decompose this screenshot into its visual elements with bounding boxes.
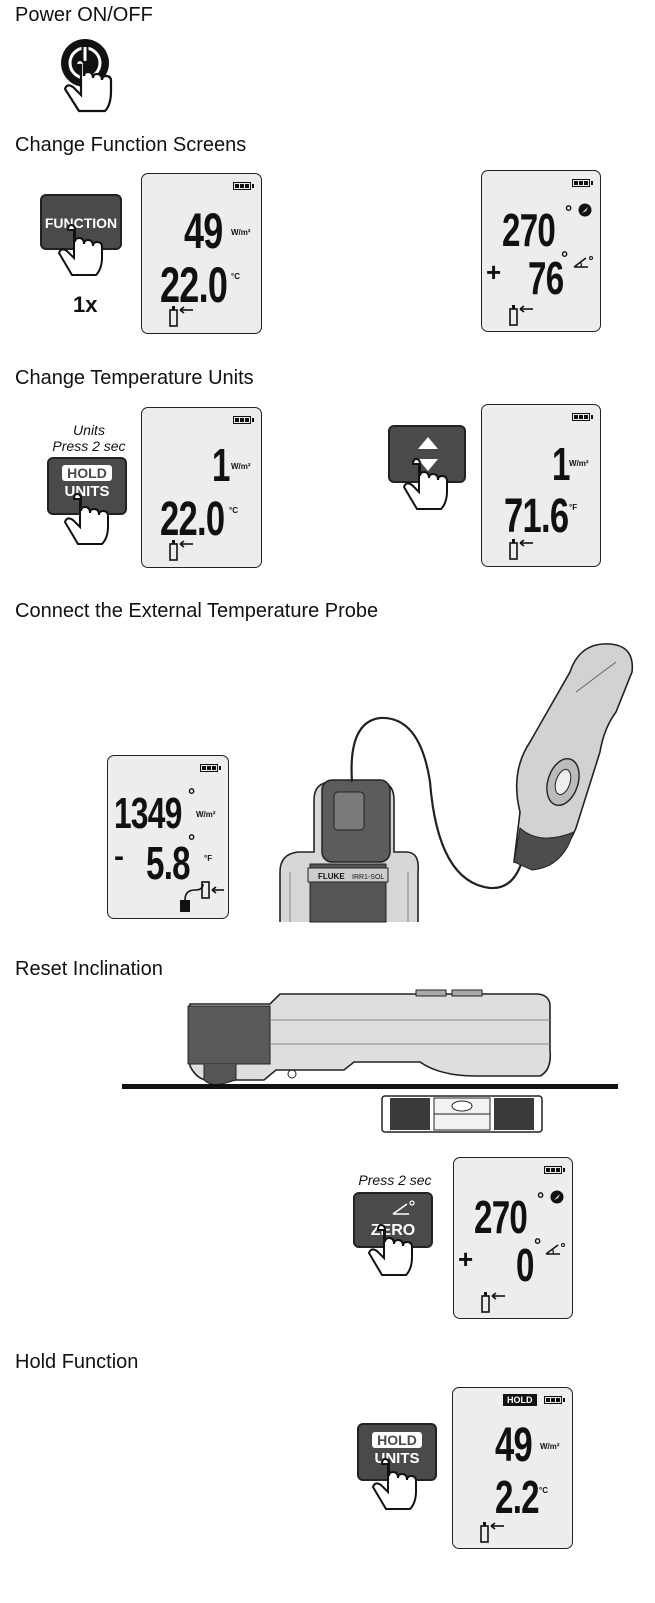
lcd-screen-function-a: 49 W/m² 22.0 °C <box>141 173 262 334</box>
hand-press-icon <box>402 457 448 510</box>
lcd-bottom-value: 5.8 <box>146 837 191 889</box>
battery-icon <box>200 764 221 772</box>
lcd-screen-function-b: 270 ° + 76 ° <box>481 170 601 332</box>
external-probe-icon <box>180 881 224 912</box>
hand-press-icon <box>367 1223 413 1276</box>
device-illustration-probe-connection: FLUKE IRR1-SOL <box>279 643 634 923</box>
degree-mark: ° <box>561 248 569 268</box>
compass-icon <box>578 203 592 217</box>
probe-arrow-icon <box>169 540 193 561</box>
hold-label: HOLD <box>372 1432 422 1448</box>
lcd-top-value: 1 <box>212 439 230 491</box>
probe-arrow-icon <box>480 1522 504 1543</box>
hand-press-icon <box>371 1457 417 1510</box>
power-button-icon[interactable] <box>55 35 125 125</box>
lcd-top-unit: W/m² <box>569 459 589 468</box>
lcd-bottom-unit: °C <box>539 1486 548 1495</box>
lcd-top-unit: W/m² <box>231 462 251 471</box>
compass-icon <box>550 1190 564 1204</box>
lcd-bottom-value: 22.0 <box>160 493 225 546</box>
press-count-label: 1x <box>73 292 98 317</box>
battery-icon <box>544 1396 565 1404</box>
units-caption-line2: Press 2 sec <box>52 438 126 454</box>
degree-mark: ° <box>188 831 196 851</box>
lcd-screen-units-b: 1 W/m² 71.6 °F <box>481 404 601 567</box>
arrow-down-icon <box>418 459 438 471</box>
probe-arrow-icon <box>509 305 533 326</box>
lcd-bottom-unit: °F <box>569 503 578 512</box>
battery-icon <box>572 413 593 421</box>
section-title-function-screens: Change Function Screens <box>15 134 247 156</box>
hold-label: HOLD <box>62 465 112 481</box>
lcd-bottom-value: 0 <box>516 1239 534 1291</box>
battery-icon <box>572 179 593 187</box>
section-title-external-probe: Connect the External Temperature Probe <box>15 600 379 622</box>
probe-arrow-icon <box>481 1292 505 1313</box>
battery-icon <box>233 416 254 424</box>
units-caption-line1: Units <box>73 422 105 438</box>
lcd-top-value: 1 <box>552 438 570 490</box>
lcd-bottom-sign: + <box>486 257 502 287</box>
lcd-screen-probe: 1349 ° W/m² - 5.8 ° °F <box>107 755 229 919</box>
lcd-bottom-unit: °F <box>204 854 213 863</box>
section-title-temp-units: Change Temperature Units <box>15 367 254 389</box>
arrow-up-icon <box>418 437 438 449</box>
hand-press-icon <box>57 223 103 276</box>
section-title-reset-inclination: Reset Inclination <box>15 958 163 980</box>
lcd-bottom-sign: + <box>458 1244 474 1274</box>
device-side-view-illustration <box>122 989 618 1133</box>
degree-mark: ° <box>565 202 573 222</box>
device-model: IRR1-SOL <box>352 874 384 881</box>
lcd-top-unit: W/m² <box>196 810 216 819</box>
lcd-top-value: 49 <box>184 203 223 259</box>
lcd-top-value: 270 <box>502 204 556 256</box>
device-brand: FLUKE <box>318 872 345 881</box>
lcd-top-unit: W/m² <box>231 228 251 237</box>
section-title-power: Power ON/OFF <box>15 4 153 26</box>
hold-units-button[interactable]: HOLD UNITS <box>47 457 127 515</box>
lcd-bottom-value: 22.0 <box>160 257 228 313</box>
inclination-icon <box>392 1200 415 1215</box>
lcd-top-value: 1349 <box>114 789 182 838</box>
battery-icon <box>233 182 254 190</box>
probe-arrow-icon <box>509 539 533 560</box>
probe-arrow-icon <box>169 306 193 327</box>
hold-indicator: HOLD <box>503 1394 537 1406</box>
inclination-icon <box>545 1243 565 1255</box>
battery-icon <box>544 1166 565 1174</box>
section-title-hold-function: Hold Function <box>15 1351 139 1373</box>
degree-mark: ° <box>537 1189 545 1209</box>
degree-mark: ° <box>188 785 196 805</box>
lcd-bottom-value: 76 <box>528 252 564 304</box>
lcd-top-value: 270 <box>474 1191 528 1243</box>
lcd-bottom-value: 71.6 <box>504 490 569 543</box>
lcd-top-unit: W/m² <box>540 1442 560 1451</box>
lcd-screen-units-a: 1 W/m² 22.0 °C <box>141 407 262 568</box>
zero-caption: Press 2 sec <box>358 1172 432 1188</box>
lcd-screen-hold: HOLD 49 W/m² 2.2 °C <box>452 1387 573 1549</box>
lcd-bottom-sign: - <box>114 840 124 873</box>
lcd-screen-zero: 270 ° + 0 ° <box>453 1157 573 1319</box>
lcd-bottom-unit: °C <box>231 272 240 281</box>
lcd-top-value: 49 <box>495 1419 533 1472</box>
degree-mark: ° <box>534 1235 542 1255</box>
lcd-bottom-unit: °C <box>229 506 238 515</box>
hand-press-icon <box>63 492 109 545</box>
inclination-icon <box>573 256 593 268</box>
lcd-bottom-value: 2.2 <box>495 1471 540 1523</box>
